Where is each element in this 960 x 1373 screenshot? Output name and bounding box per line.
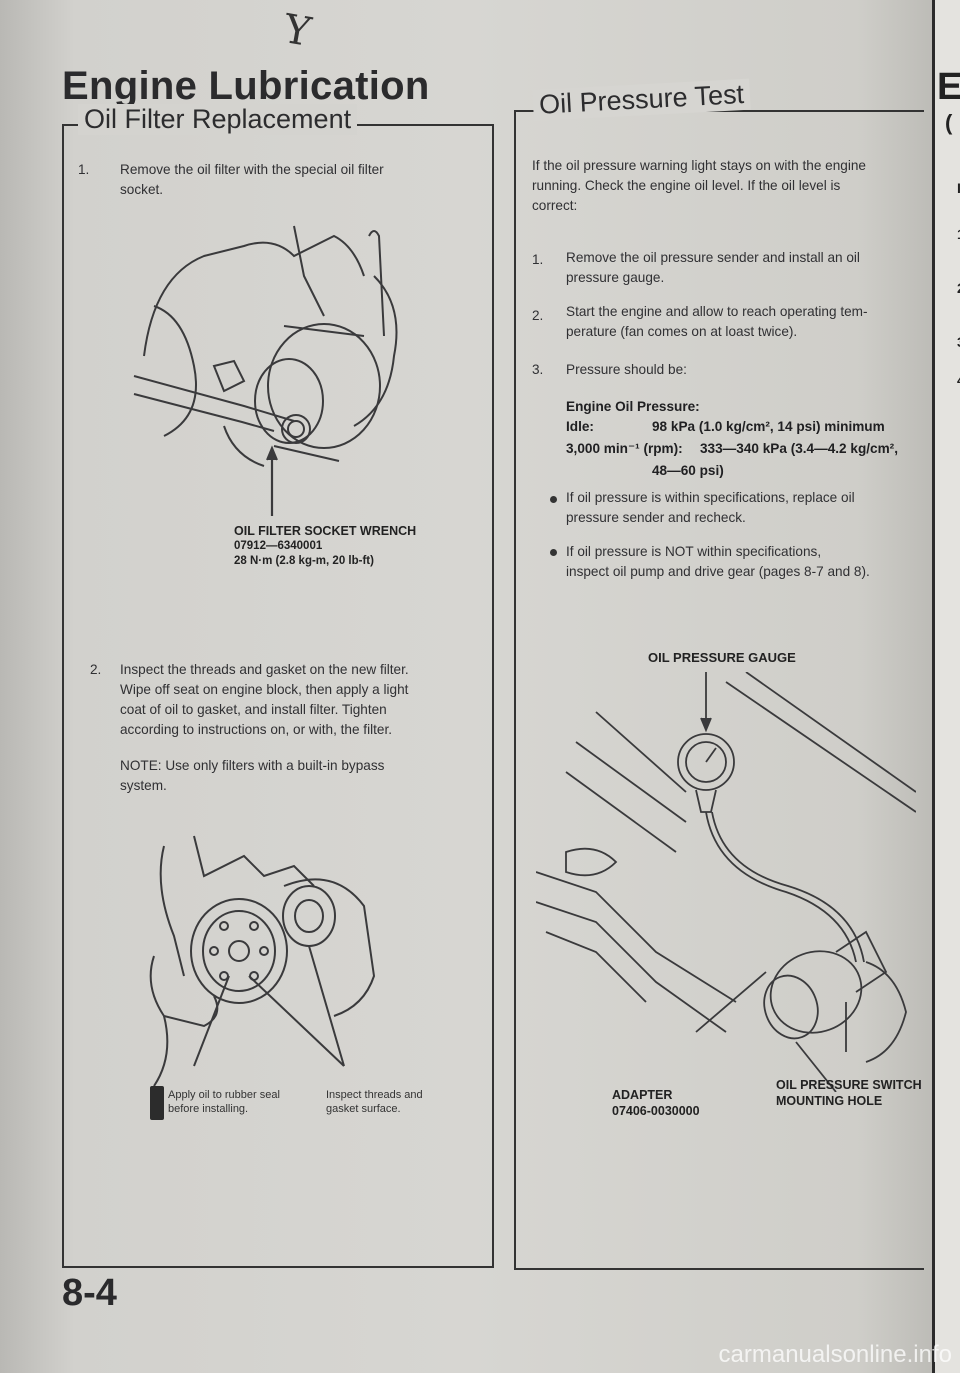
bullet-2-line-2: inspect oil pump and drive gear (pages 8…: [566, 564, 870, 579]
section-title-oil-filter: Oil Filter Replacement: [78, 104, 358, 135]
oil-pressure-gauge-illustration: [536, 672, 916, 1092]
p-step-2-number: 2.: [532, 308, 544, 323]
spec-heading: Engine Oil Pressure:: [566, 399, 700, 414]
adjacent-fragment-4: 1: [957, 226, 960, 242]
note-line-2: system.: [120, 778, 167, 793]
tool-name-caption: OIL FILTER SOCKET WRENCH: [234, 524, 417, 538]
spec-idle-value: 98 kPa (1.0 kg/cm², 14 psi) minimum: [652, 419, 885, 434]
bullet-2-line-1: If oil pressure is NOT within specificat…: [566, 544, 822, 559]
adjacent-fragment-7: 4: [957, 372, 960, 388]
p-step-2-line-1: Start the engine and allow to reach oper…: [566, 304, 868, 319]
bullet-1-dot: [550, 496, 557, 503]
step-2-line-4: according to instructions on, or with, t…: [120, 722, 393, 737]
bullet-2-dot: [550, 549, 557, 556]
page-number: 8-4: [62, 1272, 117, 1314]
handwritten-mark: Y: [280, 6, 315, 56]
spec-rpm-value-2: 48—60 psi): [652, 463, 724, 478]
adapter-label: ADAPTER: [612, 1088, 673, 1102]
adjacent-fragment-5: 2: [957, 280, 960, 296]
inspect-callout-2: gasket surface.: [326, 1103, 401, 1115]
step-2-line-2: Wipe off seat on engine block, then appl…: [120, 682, 409, 697]
step-1-line-1: Remove the oil filter with the special o…: [120, 162, 384, 177]
p-step-2-line-2: perature (fan comes on at loast twice).: [566, 324, 798, 339]
bullet-1-line-1: If oil pressure is within specifications…: [566, 490, 855, 505]
oil-can-icon: [150, 1086, 164, 1120]
p-step-1-line-2: pressure gauge.: [566, 270, 665, 285]
adjacent-page-edge: Er ( I 1 2 3 4: [932, 0, 960, 1373]
filter-removal-illustration: [133, 225, 398, 516]
switch-label-1: OIL PRESSURE SWITCH: [776, 1078, 922, 1092]
spec-rpm-value: 333—340 kPa (3.4—4.2 kg/cm²,: [700, 441, 898, 456]
intro-line-1: If the oil pressure warning light stays …: [532, 158, 866, 173]
step-2-line-1: Inspect the threads and gasket on the ne…: [120, 662, 409, 677]
step-2-number: 2.: [90, 662, 102, 677]
step-2-line-3: coat of oil to gasket, and install filte…: [120, 702, 387, 717]
p-step-3-line-1: Pressure should be:: [566, 362, 687, 377]
adapter-part-number: 07406-0030000: [612, 1104, 700, 1118]
tool-torque-spec: 28 N·m (2.8 kg-m, 20 lb-ft): [234, 555, 374, 567]
oil-pressure-test-section: Oil Pressure Test If the oil pressure wa…: [514, 78, 924, 1270]
gauge-label: OIL PRESSURE GAUGE: [648, 650, 796, 665]
adjacent-fragment-2: (: [945, 110, 953, 135]
step-1-line-2: socket.: [120, 182, 164, 197]
adjacent-fragment-3: I: [957, 180, 960, 196]
adjacent-fragment-1: Er: [937, 66, 960, 108]
p-step-1-line-1: Remove the oil pressure sender and insta…: [566, 250, 860, 265]
inspect-callout-1: Inspect threads and: [326, 1089, 423, 1101]
spec-idle-label: Idle:: [566, 419, 594, 434]
page-title: Engine Lubrication: [62, 64, 430, 108]
spec-rpm-label: 3,000 min⁻¹ (rpm):: [566, 441, 683, 456]
step-1-number: 1.: [78, 162, 90, 177]
bullet-1-line-2: pressure sender and recheck.: [566, 510, 746, 525]
apply-oil-callout-2: before installing.: [168, 1103, 249, 1115]
manual-page: Y Engine Lubrication Oil Filter Replacem…: [0, 0, 932, 1373]
tool-part-number: 07912—6340001: [234, 540, 323, 552]
section-title-oil-pressure: Oil Pressure Test: [532, 78, 751, 121]
note-line-1: NOTE: Use only filters with a built-in b…: [120, 758, 385, 773]
p-step-3-number: 3.: [532, 362, 544, 377]
oil-filter-replacement-section: Oil Filter Replacement 1. Remove the oil…: [62, 104, 494, 1268]
adjacent-fragment-6: 3: [957, 334, 960, 350]
apply-oil-callout-1: Apply oil to rubber seal: [168, 1089, 280, 1101]
filter-install-illustration: [149, 835, 376, 1086]
p-step-1-number: 1.: [532, 252, 544, 267]
intro-line-2: running. Check the engine oil level. If …: [532, 178, 841, 193]
watermark-url: carmanualsonline.info: [718, 1341, 952, 1368]
intro-line-3: correct:: [532, 198, 578, 213]
switch-label-2: MOUNTING HOLE: [776, 1094, 883, 1108]
